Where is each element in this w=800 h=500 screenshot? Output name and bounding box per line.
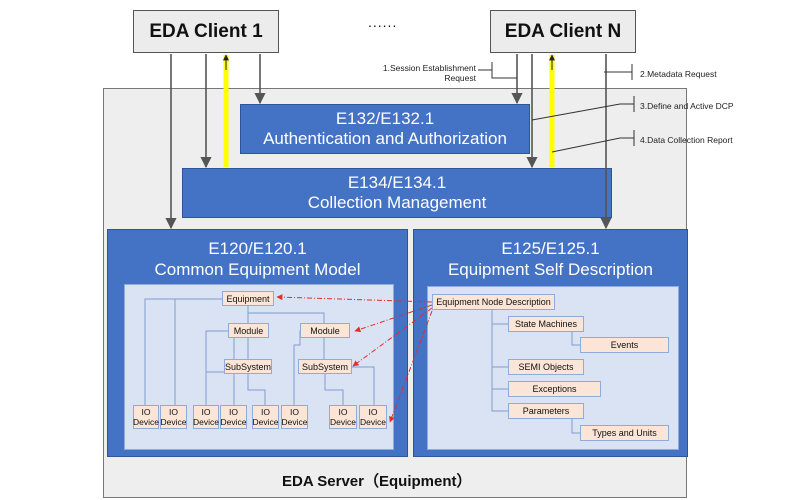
e134-id: E134/E134.1 xyxy=(347,173,447,192)
io-label: IO xyxy=(169,407,178,417)
e132-name: Authentication and Authorization xyxy=(263,129,507,148)
device-label: Device xyxy=(252,417,279,427)
map-to-module xyxy=(354,304,433,333)
io-label: IO xyxy=(290,407,299,417)
io-device-node-1: IO Device xyxy=(133,405,159,429)
e120-name: Common Equipment Model xyxy=(154,260,361,279)
eda-client-1-label: EDA Client 1 xyxy=(149,20,263,42)
esd-exceptions-node: Exceptions xyxy=(508,381,601,397)
e134-collection-layer: E134/E134.1 Collection Management xyxy=(182,168,612,218)
eda-client-n-label: EDA Client N xyxy=(504,20,622,42)
e125-name: Equipment Self Description xyxy=(447,260,654,279)
cem-module-node-a: Module xyxy=(228,323,269,338)
device-label: Device xyxy=(360,417,386,427)
device-label: Device xyxy=(193,417,219,427)
io-label: IO xyxy=(368,407,378,417)
map-to-subsystem xyxy=(352,307,433,367)
clients-ellipsis: ...... xyxy=(368,14,398,30)
esd-state-machines-node: State Machines xyxy=(508,316,584,332)
message-session-request-line2: Request xyxy=(444,73,476,83)
device-label: Device xyxy=(220,417,247,427)
e125-tree-lines xyxy=(491,309,580,434)
map-to-io-device xyxy=(389,310,433,423)
eda-client-n-box: EDA Client N xyxy=(490,10,636,53)
io-label: IO xyxy=(229,407,238,417)
clientn-arrows xyxy=(511,54,612,230)
mapping-arrows xyxy=(276,294,433,423)
map-to-equipment xyxy=(276,294,433,303)
io-device-node-7: IO Device xyxy=(329,405,357,429)
e134-name: Collection Management xyxy=(307,193,487,212)
esd-semi-objects-node: SEMI Objects xyxy=(508,359,584,375)
message-define-dcp: 3.Define and Active DCP xyxy=(640,101,734,111)
message-metadata-request: 2.Metadata Request xyxy=(640,69,717,79)
eda-client-1-box: EDA Client 1 xyxy=(133,10,279,53)
io-device-node-5: IO Device xyxy=(252,405,279,429)
message-data-collection-report: 4.Data Collection Report xyxy=(640,135,733,145)
device-label: Device xyxy=(133,417,159,427)
esd-root-node: Equipment Node Description xyxy=(432,294,555,310)
io-label: IO xyxy=(338,407,348,417)
e125-id: E125/E125.1 xyxy=(501,239,600,258)
esd-events-node: Events xyxy=(580,337,669,353)
cem-module-node-b: Module xyxy=(300,323,350,338)
e132-authentication-layer: E132/E132.1 Authentication and Authoriza… xyxy=(240,104,530,154)
callout-leaders xyxy=(478,62,635,153)
io-device-node-4: IO Device xyxy=(220,405,247,429)
io-label: IO xyxy=(261,407,270,417)
device-label: Device xyxy=(330,417,356,427)
io-device-node-2: IO Device xyxy=(160,405,187,429)
io-label: IO xyxy=(201,407,211,417)
esd-types-units-node: Types and Units xyxy=(580,425,669,441)
esd-parameters-node: Parameters xyxy=(508,403,584,419)
cem-equipment-node: Equipment xyxy=(222,291,274,306)
message-session-request-line1: 1.Session Establishment xyxy=(382,63,476,73)
message-session-request: 1.Session Establishment Request xyxy=(350,63,476,83)
e132-id: E132/E132.1 xyxy=(335,109,435,128)
e120-id: E120/E120.1 xyxy=(208,239,307,258)
io-label: IO xyxy=(141,407,151,417)
device-label: Device xyxy=(160,417,187,427)
cem-subsystem-node-b: SubSystem xyxy=(298,359,352,374)
e120-tree-lines xyxy=(144,298,375,405)
io-device-node-3: IO Device xyxy=(193,405,219,429)
device-label: Device xyxy=(281,417,308,427)
eda-server-label: EDA Server（Equipment） xyxy=(282,473,472,490)
cem-subsystem-node-a: SubSystem xyxy=(224,359,272,374)
io-device-node-6: IO Device xyxy=(281,405,308,429)
io-device-node-8: IO Device xyxy=(359,405,387,429)
client1-arrows xyxy=(165,54,266,230)
